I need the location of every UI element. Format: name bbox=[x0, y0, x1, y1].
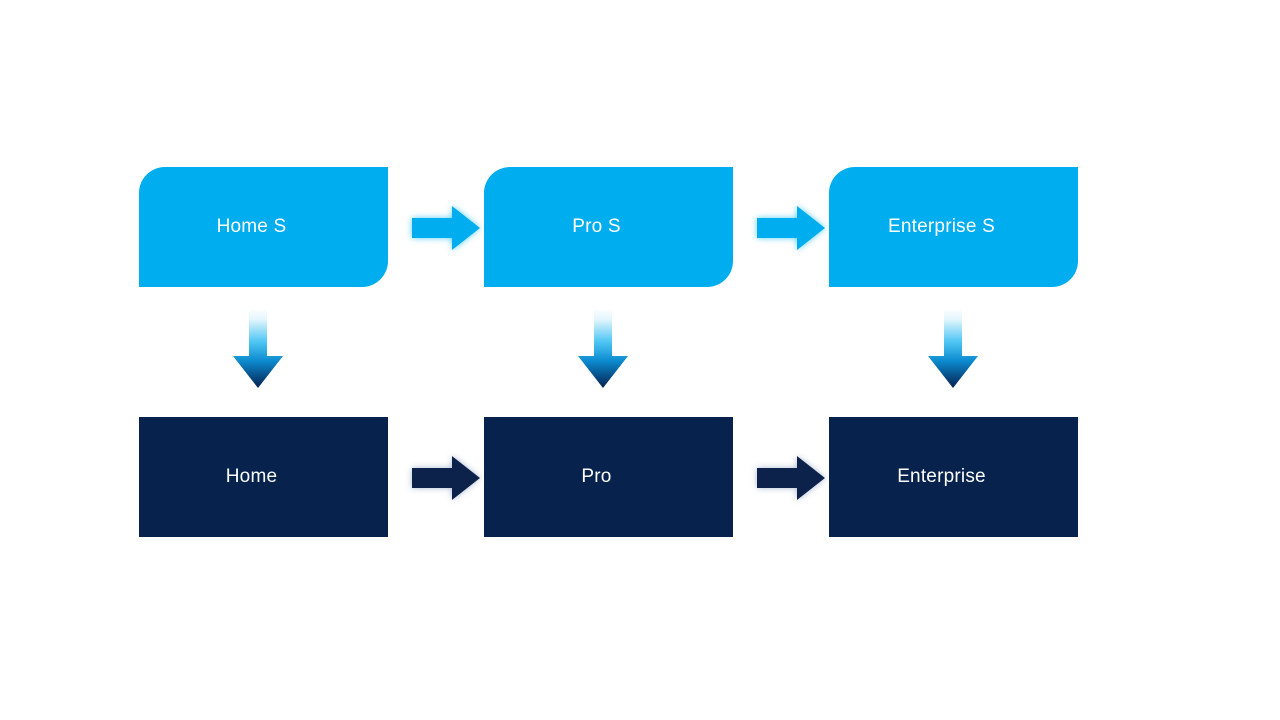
node-pro-s-label: Pro S bbox=[572, 215, 621, 237]
node-home-s[interactable]: Home S bbox=[139, 167, 388, 287]
node-pro[interactable]: Pro bbox=[484, 417, 733, 537]
node-home[interactable]: Home bbox=[139, 417, 388, 537]
node-home-s-label: Home S bbox=[216, 215, 287, 237]
node-enterprise-label: Enterprise bbox=[897, 465, 986, 487]
arrow-right-icon bbox=[412, 456, 480, 500]
connector-home-s-to-pro-s bbox=[400, 198, 490, 258]
node-pro-s[interactable]: Pro S bbox=[484, 167, 733, 287]
connector-pro-s-to-pro bbox=[572, 306, 634, 392]
connector-pro-to-enterprise bbox=[745, 448, 835, 508]
node-enterprise[interactable]: Enterprise bbox=[829, 417, 1078, 537]
connector-home-s-to-home bbox=[227, 306, 289, 392]
connector-pro-s-to-enterprise-s bbox=[745, 198, 835, 258]
node-enterprise-s[interactable]: Enterprise S bbox=[829, 167, 1078, 287]
arrow-down-icon bbox=[578, 308, 628, 388]
connector-enterprise-s-to-enterprise bbox=[922, 306, 984, 392]
node-enterprise-s-label: Enterprise S bbox=[888, 215, 995, 237]
arrow-right-icon bbox=[757, 456, 825, 500]
arrow-right-icon bbox=[757, 206, 825, 250]
arrow-down-icon bbox=[233, 308, 283, 388]
arrow-down-icon bbox=[928, 308, 978, 388]
node-pro-label: Pro bbox=[581, 465, 612, 487]
arrow-right-icon bbox=[412, 206, 480, 250]
connector-home-to-pro bbox=[400, 448, 490, 508]
node-home-label: Home bbox=[225, 465, 278, 487]
